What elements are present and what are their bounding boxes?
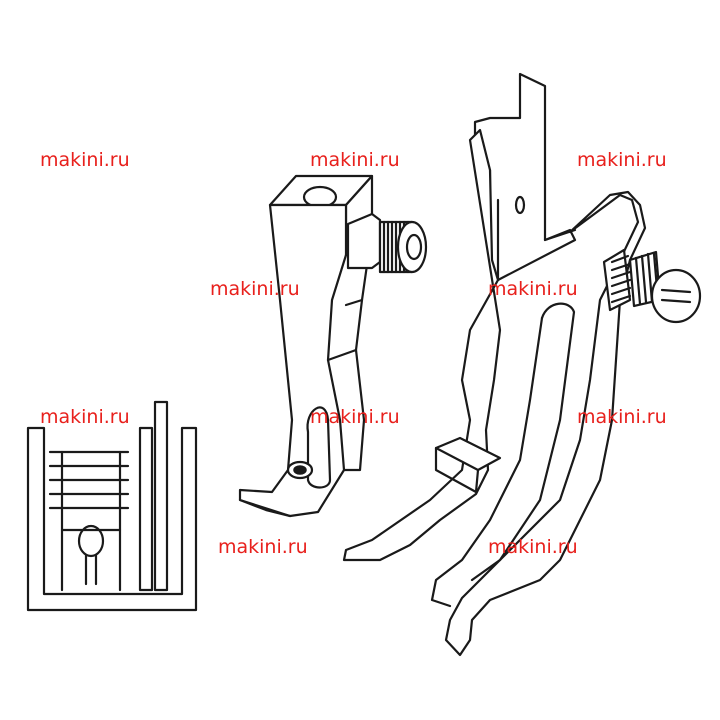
watermark-text: makini.ru: [210, 278, 300, 300]
watermark-text: makini.ru: [40, 149, 130, 171]
foot-bottom-view-detail: [26, 400, 198, 612]
watermark-text: makini.ru: [488, 278, 578, 300]
watermark-text: makini.ru: [40, 406, 130, 428]
watermark-text: makini.ru: [310, 149, 400, 171]
watermark-text: makini.ru: [577, 149, 667, 171]
single-presser-foot: [238, 174, 428, 518]
walking-foot-assembly: [342, 72, 702, 657]
watermark-text: makini.ru: [310, 406, 400, 428]
watermark-text: makini.ru: [577, 406, 667, 428]
watermark-text: makini.ru: [218, 536, 308, 558]
watermark-text: makini.ru: [488, 536, 578, 558]
